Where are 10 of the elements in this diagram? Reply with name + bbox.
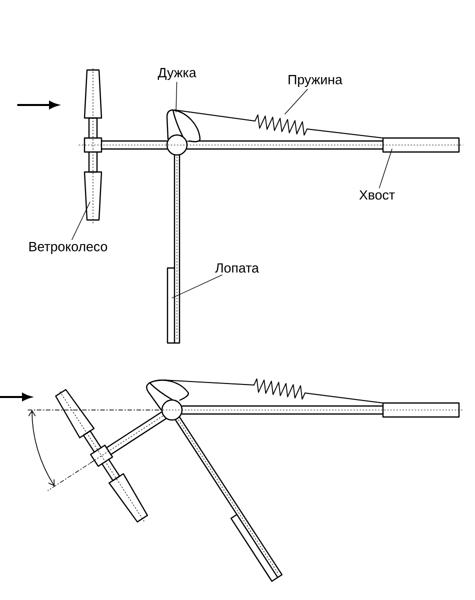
- leader-line: [284, 88, 308, 114]
- part-label: Дужка: [158, 68, 196, 80]
- part-label: Пружина: [288, 75, 342, 87]
- leader-line: [72, 202, 90, 240]
- leader-line: [176, 82, 178, 112]
- part-label: Хвост: [359, 190, 395, 200]
- leader-line: [172, 274, 222, 298]
- part-label: Ветроколесо: [29, 242, 108, 254]
- leader-line: [378, 148, 392, 188]
- part-label: Лопата: [215, 263, 259, 273]
